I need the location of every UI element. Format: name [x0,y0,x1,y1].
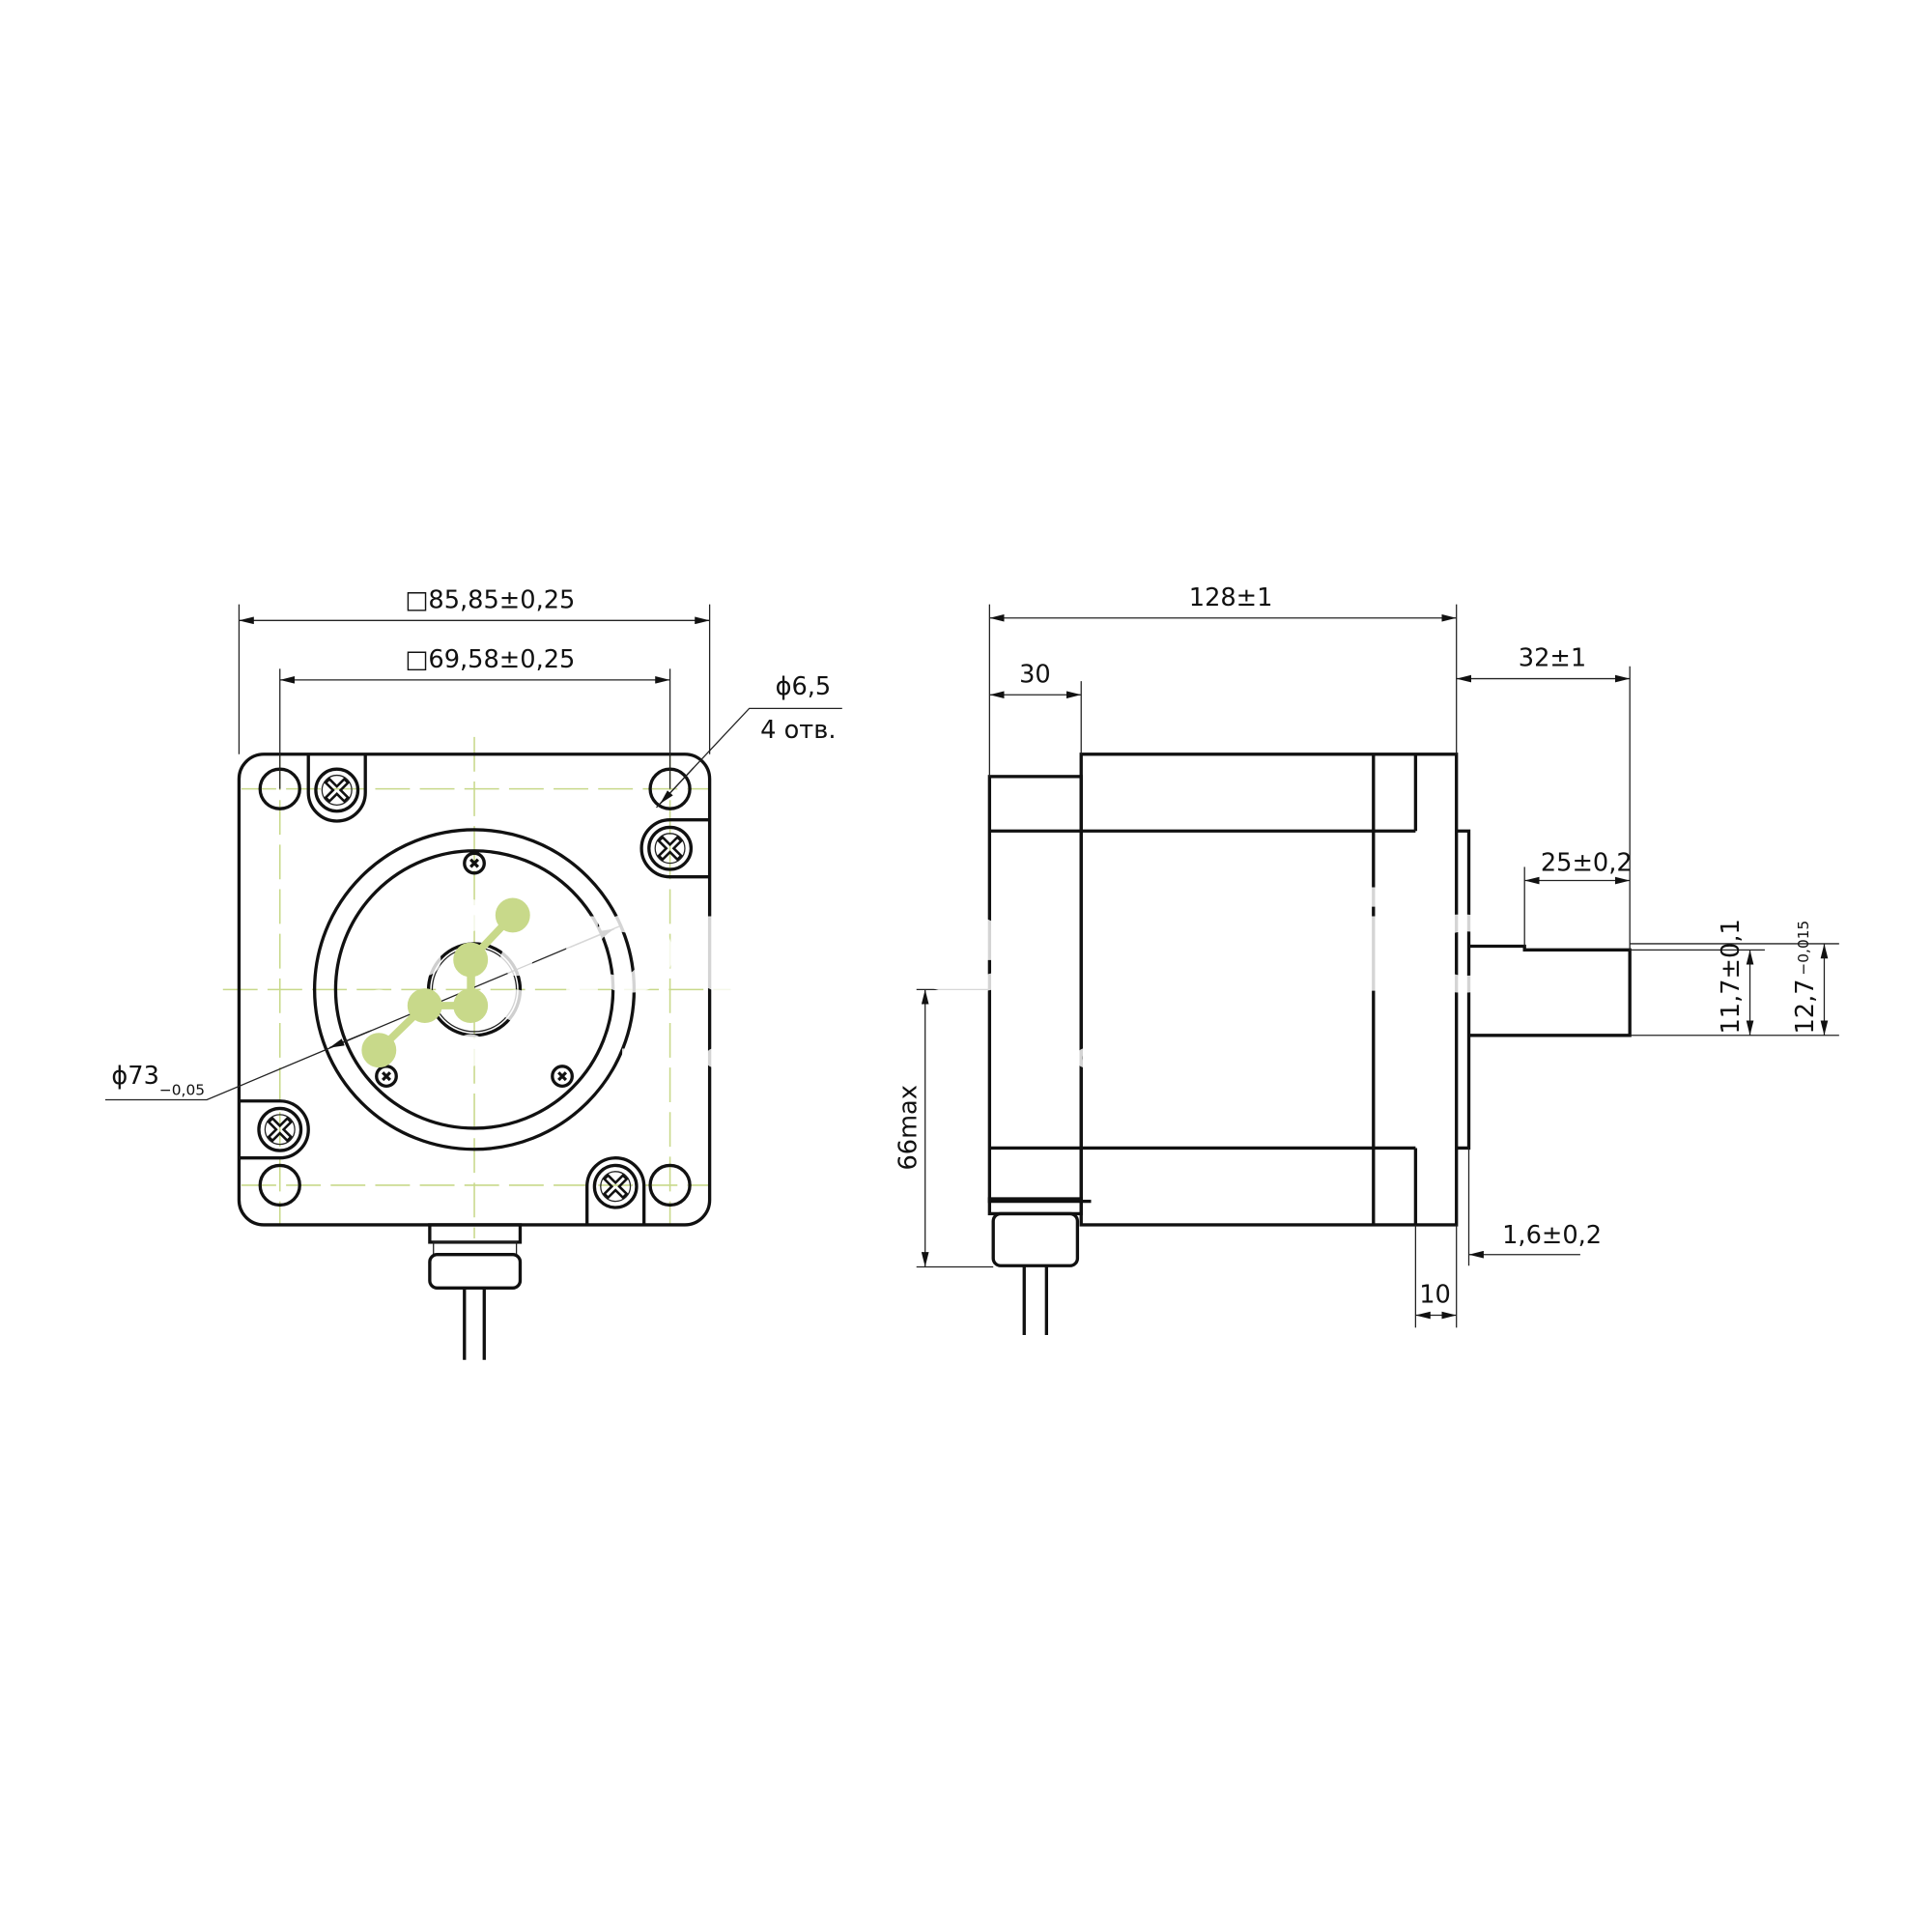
dim-hole-count: 4 отв. [760,716,836,745]
front-view: □85,85±0,25 □69,58±0,25 ϕ6,5 4 отв. ϕ73−… [104,585,842,1360]
dim-outer-square: □85,85±0,25 [405,585,575,614]
dim-boss-height: 1,6±0,2 [1502,1221,1602,1250]
pilot-inner [333,849,615,1130]
dim-connector-height: 66max [895,1085,923,1170]
dim-hole-diameter: ϕ6,5 [776,672,832,701]
dim-shaft-diameter: 12,7−0,015 [1791,921,1820,1035]
dim-bolt-square: □69,58±0,25 [405,645,575,674]
logo-icon [361,897,530,1068]
dim-flat-length: 25±0,2 [1541,848,1633,877]
watermark-brand: purelogic [552,866,1505,1024]
dim-flat-height: 11,7±0,1 [1717,919,1746,1034]
shaft-side [1468,944,1632,1037]
screw-icon [551,1065,574,1089]
pilot-outer [312,828,637,1151]
leader-line [104,925,620,1101]
dim-flange-thickness: 10 [1419,1281,1451,1310]
connector-side [987,1197,1092,1336]
watermark-logo: purelogic research & development [361,866,1505,1076]
screw-tabs [239,753,710,1225]
dim-pilot-diameter: ϕ73−0,05 [111,1062,205,1099]
dim-body-length: 128±1 [1189,583,1273,612]
connector [428,1223,523,1360]
motor-body [1079,753,1459,1227]
dim-rear-cap: 30 [1019,660,1051,689]
dim-shaft-length: 32±1 [1519,644,1586,673]
screw-icon [592,1163,639,1209]
mounting-holes [258,767,692,1208]
side-view: 128±1 30 32±1 25±0,2 11,7±0,1 12,7−0,015… [895,583,1839,1336]
screw-icon [375,1065,398,1089]
screw-icon [314,767,360,813]
watermark-tagline: research & development [619,1037,1264,1076]
